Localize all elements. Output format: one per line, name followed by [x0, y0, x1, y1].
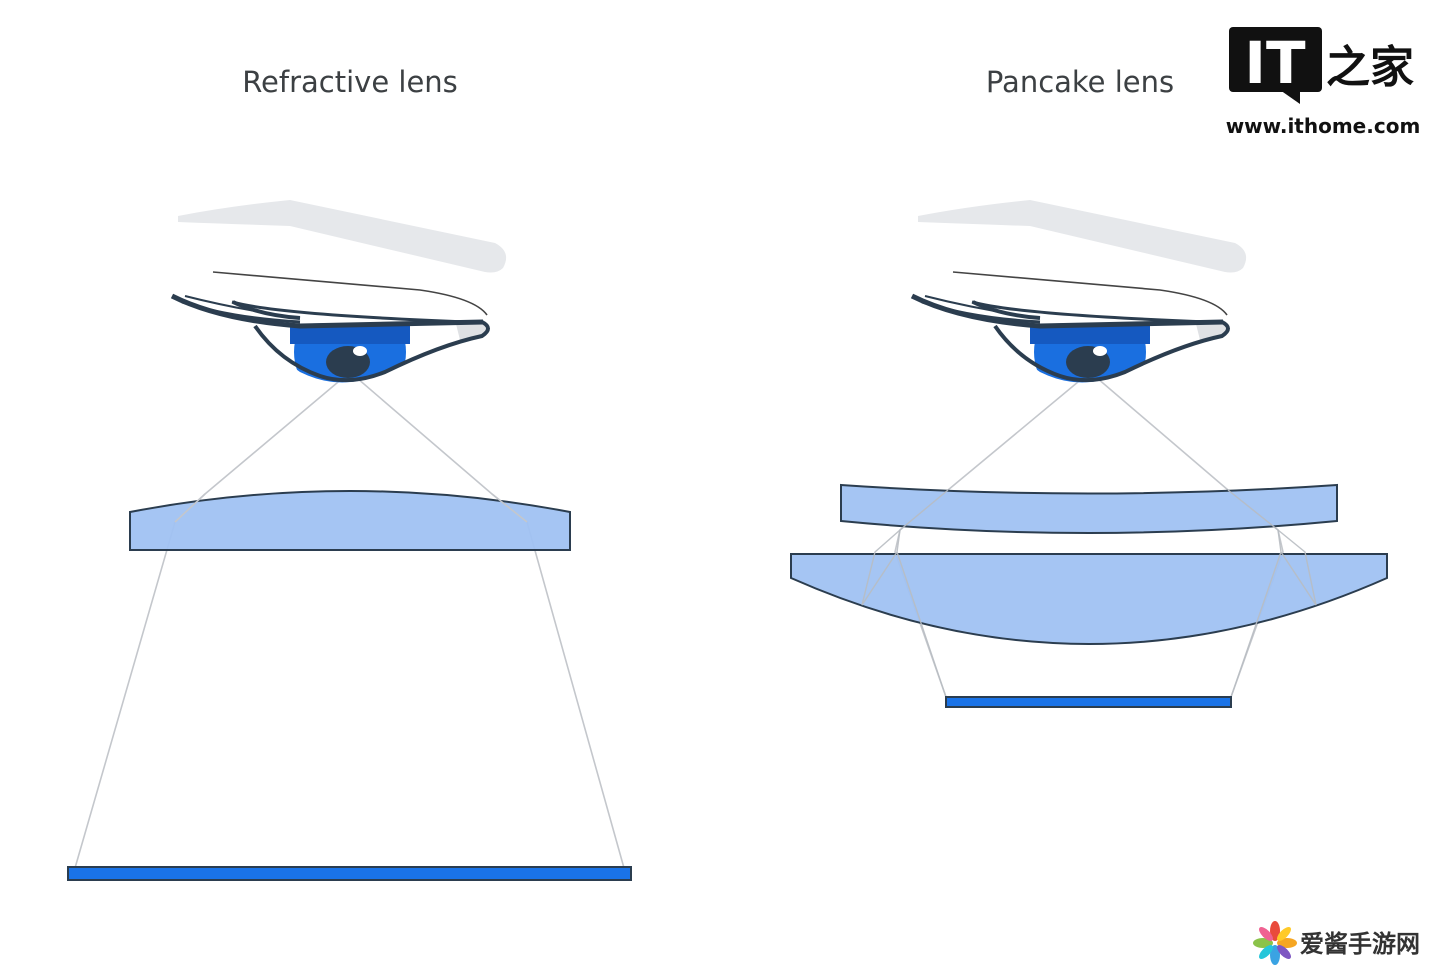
eye-illustration [912, 200, 1246, 408]
refractive-lens-diagram [67, 200, 632, 881]
watermark-bottom-text: 爱酱手游网 [1300, 930, 1420, 958]
light-rays-internal [861, 489, 1317, 698]
aijiang-watermark: 爱酱手游网 [1253, 921, 1420, 965]
ithome-watermark: IT 之家 www.ithome.com [1226, 27, 1421, 138]
light-rays [74, 371, 625, 869]
pancake-lens-diagram [790, 200, 1388, 708]
title-refractive-lens: Refractive lens [242, 65, 458, 99]
title-pancake-lens: Pancake lens [986, 65, 1174, 99]
refractive-lens [129, 490, 571, 551]
watermark-url: www.ithome.com [1226, 114, 1421, 138]
display-panel [67, 866, 632, 881]
pancake-lens-rear [790, 553, 1388, 645]
light-rays [894, 371, 1284, 698]
pancake-lens-front [840, 483, 1338, 534]
logo-chinese: 之家 [1326, 42, 1414, 93]
flower-icon [1253, 921, 1297, 965]
eye-illustration [172, 200, 506, 408]
logo-it: IT [1244, 29, 1306, 97]
display-panel [945, 696, 1232, 708]
